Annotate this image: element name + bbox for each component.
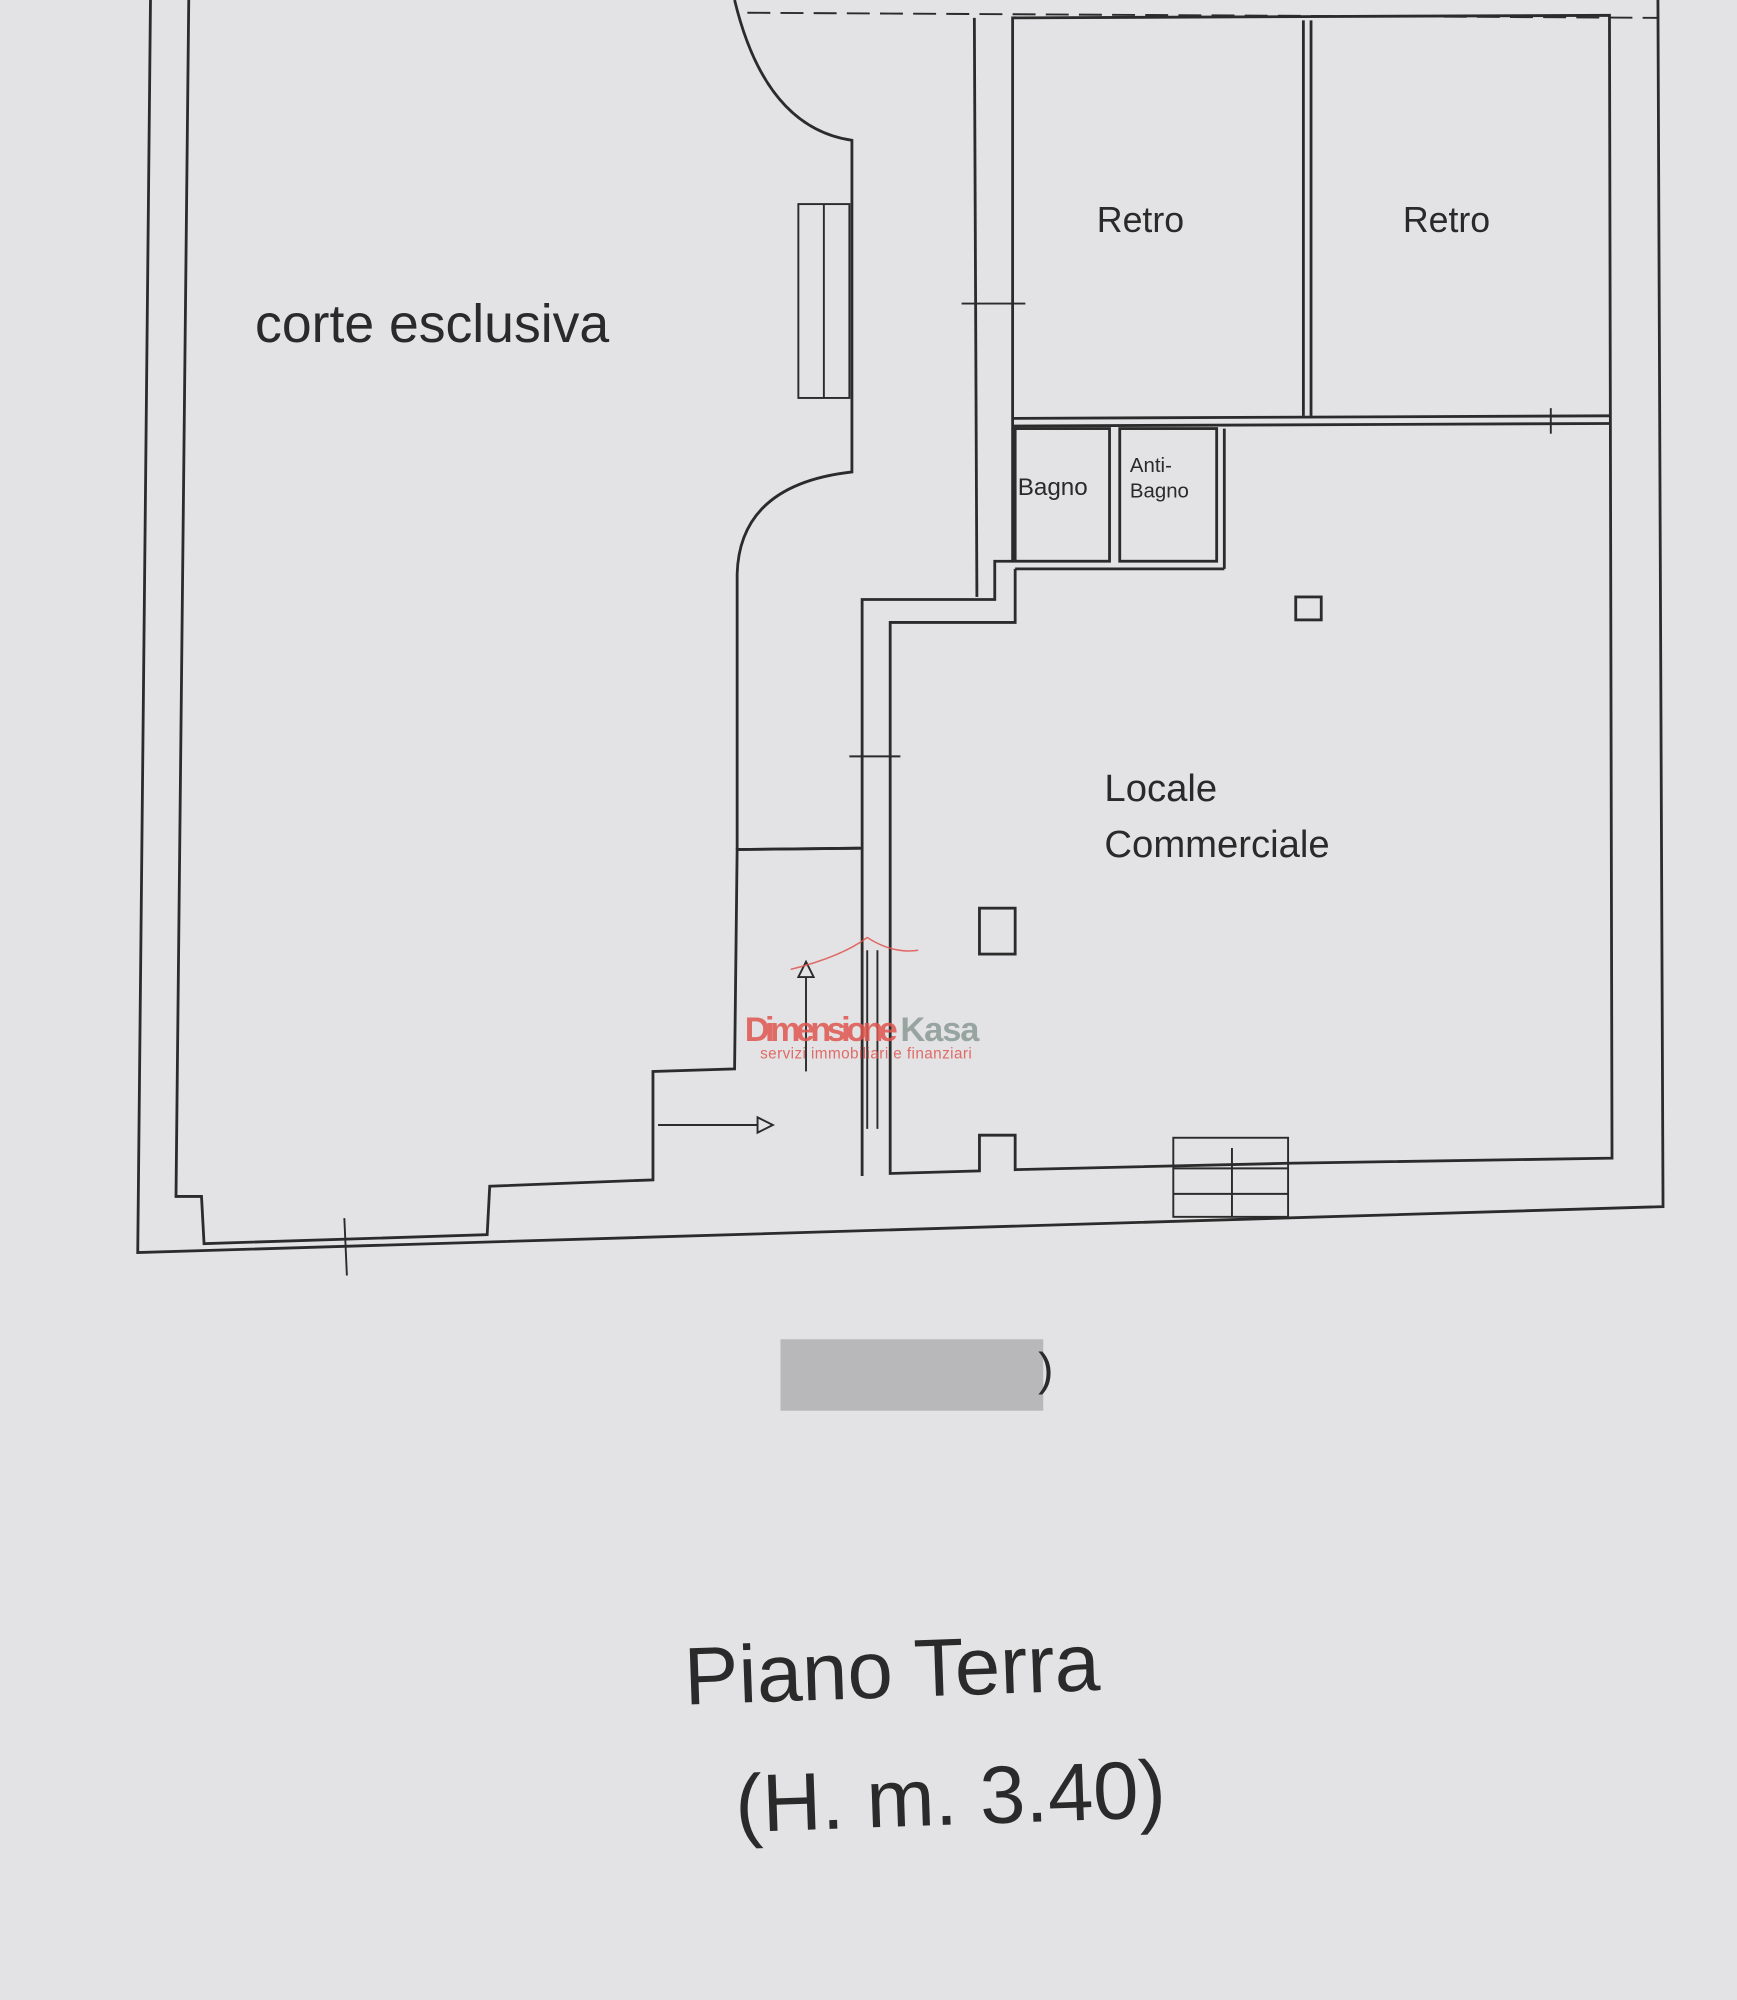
room-label-corte-esclusiva: corte esclusiva [255, 295, 609, 354]
room-label-antibagno-1: Anti- [1130, 455, 1172, 477]
watermark-tagline: servizi immobiliari e finanziari [760, 1046, 972, 1063]
walls [136, 0, 1665, 1276]
room-label-retro-2: Retro [1403, 200, 1490, 240]
room-label-antibagno-2: Bagno [1130, 480, 1189, 502]
floor-name: Piano Terra [683, 1617, 1102, 1722]
floor-height: (H. m. 3.40) [734, 1744, 1168, 1850]
watermark-brand-b: Kasa [900, 1011, 980, 1049]
watermark-brand-a: Dimensione [745, 1011, 898, 1049]
redacted-label [780, 1339, 1044, 1411]
room-label-retro-1: Retro [1097, 200, 1184, 240]
room-label-bagno: Bagno [1018, 474, 1088, 501]
room-label-commerciale: Commerciale [1104, 823, 1329, 866]
room-label-locale: Locale [1104, 767, 1217, 810]
redacted-label-suffix: ) [1038, 1343, 1053, 1395]
watermark-logo: Dimensione Kasa servizi immobiliari e fi… [745, 936, 980, 1063]
